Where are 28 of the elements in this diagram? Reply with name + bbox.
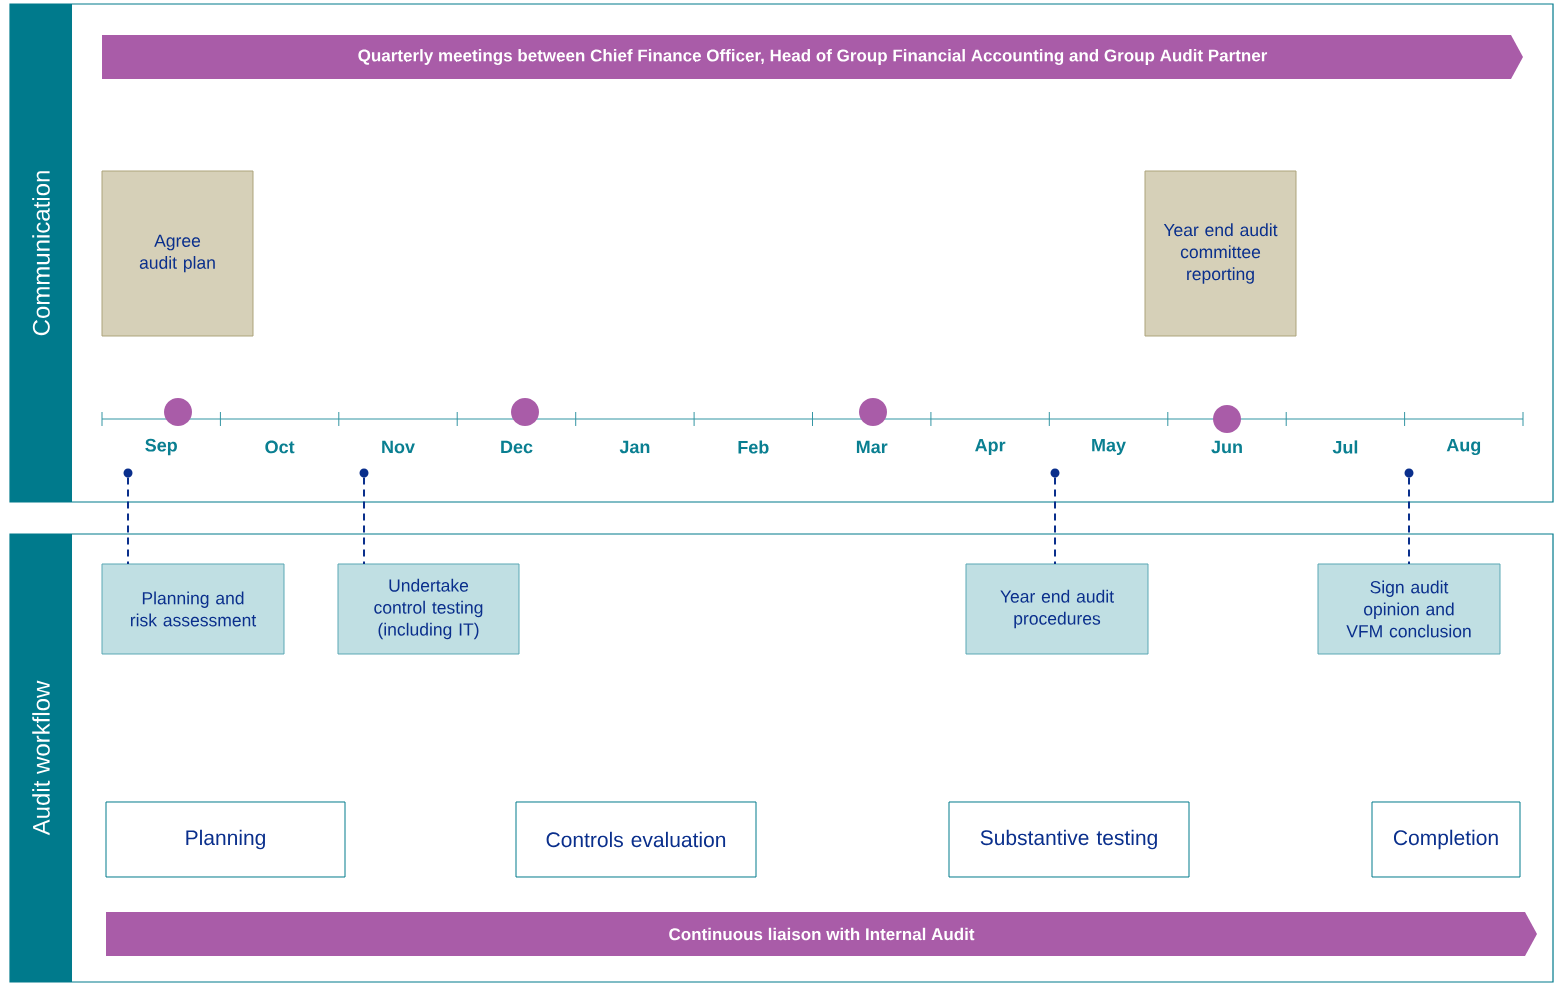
month-label: Aug: [1446, 438, 1481, 456]
milestone-box: Sign audit opinion and VFM conclusion: [1317, 563, 1501, 655]
milestone-box: Undertake control testing (including IT): [337, 563, 520, 655]
arrow-band: Continuous liaison with Internal Audit: [106, 912, 1537, 956]
month-label: Jul: [1332, 440, 1358, 454]
phase-box: Substantive testing: [948, 801, 1190, 878]
month-label: Mar: [856, 440, 888, 454]
milestone-box: Year end audit procedures: [965, 563, 1149, 655]
month-label: Apr: [975, 438, 1006, 456]
month-label: Nov: [382, 440, 415, 454]
month-label: Sep: [145, 438, 177, 456]
month-label: Dec: [501, 440, 533, 454]
milestone-box: Planning and risk assessment: [101, 563, 285, 655]
leader-line: [1408, 476, 1410, 565]
month-label: Jan: [619, 440, 650, 454]
activity-box: Agree audit plan: [101, 170, 254, 337]
phase-box: Completion: [1371, 801, 1521, 878]
month-label: Feb: [738, 440, 769, 454]
phase-box: Planning: [105, 801, 346, 878]
month-label: Jun: [1211, 440, 1242, 454]
month-label: Oct: [265, 440, 295, 454]
leader-line: [1054, 476, 1056, 565]
phase-box: Controls evaluation: [515, 801, 757, 878]
leader-line: [127, 476, 129, 565]
activity-box: Year end audit committee reporting: [1144, 170, 1297, 337]
arrow-band: Quarterly meetings between Chief Finance Officer, Head of Group Financial Accounting and Group Audit Partner: [102, 35, 1523, 79]
leader-line: [363, 476, 365, 565]
month-label: May: [1092, 438, 1126, 456]
